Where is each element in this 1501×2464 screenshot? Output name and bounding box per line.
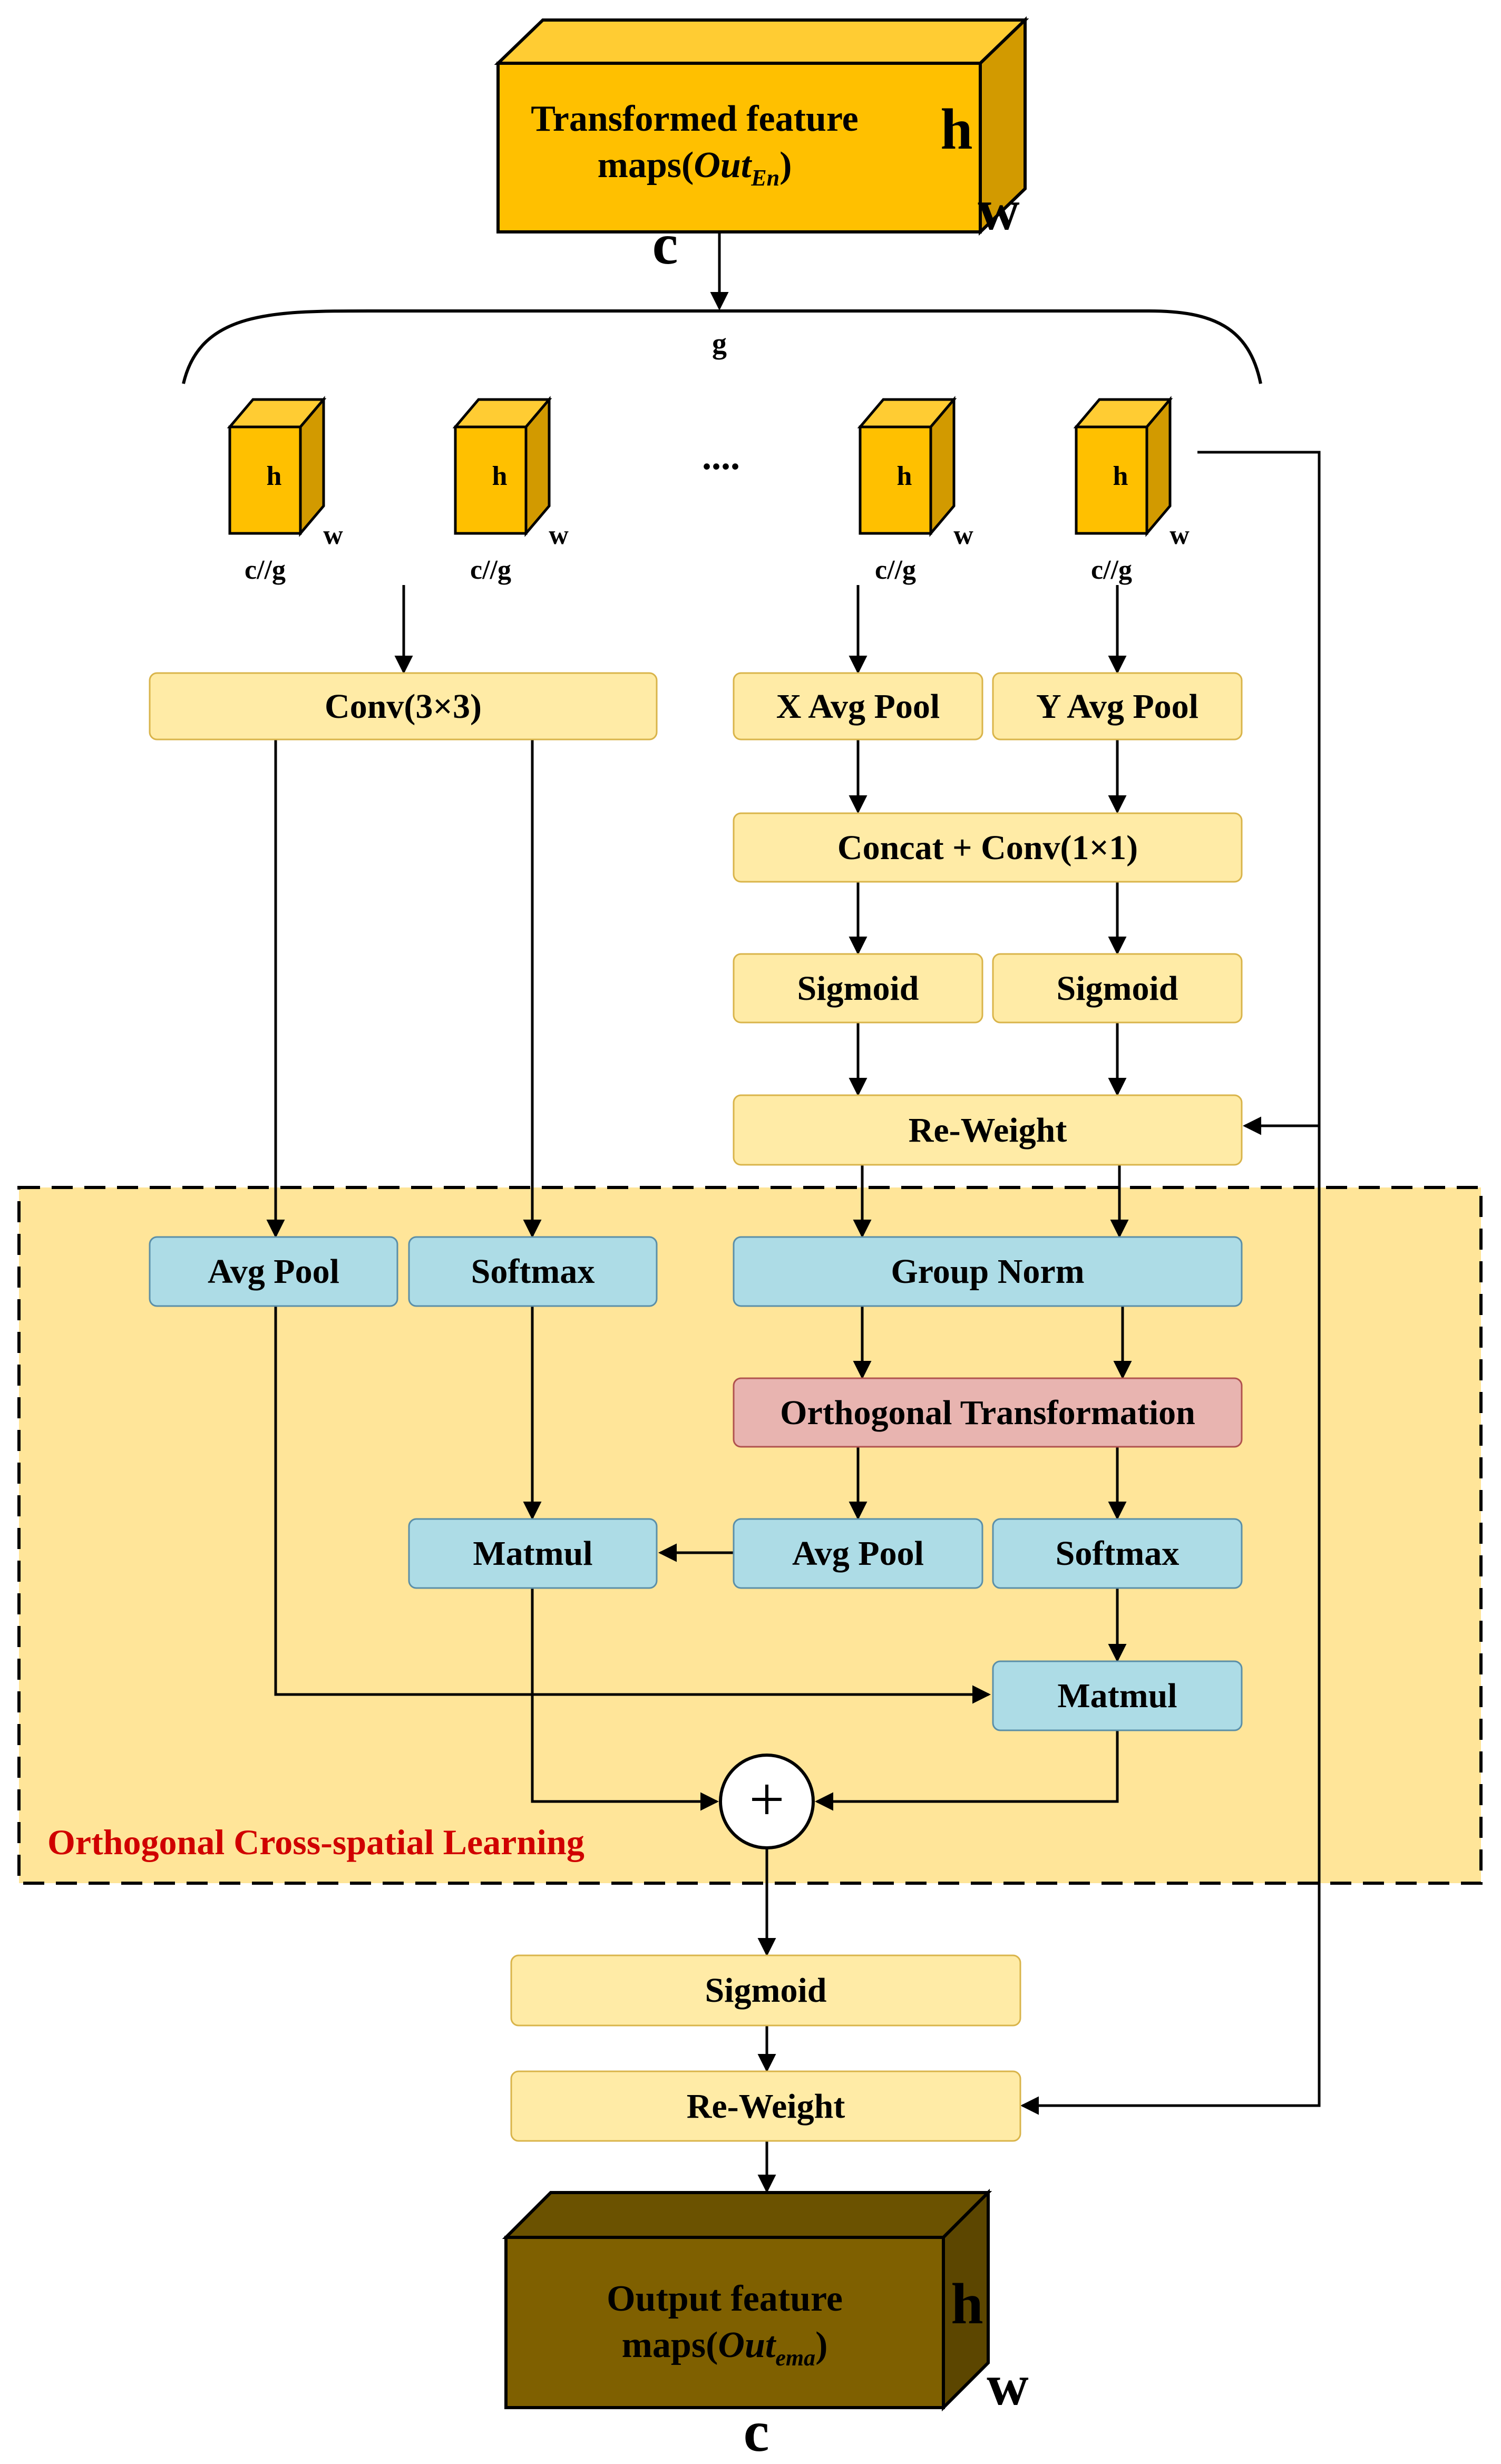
connectors bbox=[266, 451, 1321, 2194]
sigmoid-x-block: Sigmoid bbox=[733, 953, 983, 1024]
reweight-final-block: Re-Weight bbox=[510, 2070, 1021, 2142]
avg-pool-left-label: Avg Pool bbox=[208, 1252, 339, 1291]
conv3x3-label: Conv(3×3) bbox=[325, 687, 482, 726]
sub-cube-4-h: h bbox=[1113, 461, 1128, 491]
output-dim-c: c bbox=[744, 2399, 769, 2463]
sub-cube-2-c: c//g bbox=[470, 555, 511, 585]
y-avg-pool-label: Y Avg Pool bbox=[1036, 687, 1198, 726]
output-dim-h: h bbox=[951, 2272, 983, 2336]
avg-pool-right-block: Avg Pool bbox=[733, 1518, 983, 1589]
input-feature-cube: Transformed feature maps(OutEn) h w c bbox=[494, 16, 1029, 276]
blocks-layer: Conv(3×3) X Avg Pool Y Avg Pool Concat +… bbox=[149, 672, 1243, 2142]
sigmoid-x-label: Sigmoid bbox=[797, 969, 919, 1008]
group-brace: g bbox=[182, 309, 1262, 384]
sub-cube-1-h: h bbox=[267, 461, 282, 491]
input-dim-c: c bbox=[652, 212, 678, 276]
sub-cube-4-c: c//g bbox=[1091, 555, 1132, 585]
output-title-line2: maps(Outema) bbox=[622, 2325, 828, 2371]
input-dim-w: w bbox=[978, 178, 1019, 242]
softmax-left-block: Softmax bbox=[408, 1236, 658, 1307]
x-avg-pool-block: X Avg Pool bbox=[733, 672, 983, 741]
sub-cube-4-w: w bbox=[1169, 520, 1190, 550]
concat-conv-block: Concat + Conv(1×1) bbox=[733, 812, 1243, 883]
input-title-line2: maps(OutEn) bbox=[598, 145, 792, 191]
sub-cube-2-w: w bbox=[549, 520, 569, 550]
plus-symbol: + bbox=[749, 1764, 785, 1834]
sub-cube-2-h: h bbox=[492, 461, 508, 491]
orthogonal-transformation-block: Orthogonal Transformation bbox=[733, 1377, 1243, 1448]
sub-cube-3-h: h bbox=[897, 461, 912, 491]
sub-cube-3: h w c//g bbox=[857, 396, 973, 585]
reweight-top-label: Re-Weight bbox=[909, 1111, 1067, 1150]
output-feature-cube: Output feature maps(Outema) h w c bbox=[502, 2188, 1029, 2463]
matmul-left-label: Matmul bbox=[473, 1534, 592, 1573]
sub-cube-1-c: c//g bbox=[245, 555, 286, 585]
group-norm-block: Group Norm bbox=[733, 1236, 1243, 1307]
avg-pool-left-block: Avg Pool bbox=[149, 1236, 398, 1307]
matmul-right-label: Matmul bbox=[1057, 1677, 1177, 1715]
y-avg-pool-block: Y Avg Pool bbox=[992, 672, 1243, 741]
reweight-top-block: Re-Weight bbox=[733, 1094, 1243, 1166]
softmax-left-label: Softmax bbox=[471, 1252, 595, 1291]
region-label: Orthogonal Cross-spatial Learning bbox=[47, 1822, 584, 1862]
x-avg-pool-label: X Avg Pool bbox=[776, 687, 940, 726]
output-dim-w: w bbox=[987, 2353, 1028, 2417]
sub-cube-4: h w c//g bbox=[1073, 396, 1190, 585]
matmul-left-block: Matmul bbox=[408, 1518, 658, 1589]
plus-operator: + bbox=[719, 1754, 815, 1849]
sigmoid-y-label: Sigmoid bbox=[1056, 969, 1178, 1008]
reweight-final-label: Re-Weight bbox=[687, 2087, 845, 2126]
sub-cube-2: h w c//g bbox=[452, 396, 569, 585]
sub-cube-1-w: w bbox=[323, 520, 343, 550]
group-label: g bbox=[712, 327, 727, 360]
sigmoid-final-label: Sigmoid bbox=[705, 1971, 826, 2010]
concat-conv-label: Concat + Conv(1×1) bbox=[837, 829, 1138, 867]
avg-pool-right-label: Avg Pool bbox=[792, 1534, 924, 1573]
output-title-line1: Output feature bbox=[607, 2278, 843, 2319]
sigmoid-y-block: Sigmoid bbox=[992, 953, 1243, 1024]
orthogonal-transformation-label: Orthogonal Transformation bbox=[780, 1394, 1195, 1432]
sub-cube-3-w: w bbox=[953, 520, 973, 550]
sub-cube-1: h w c//g bbox=[227, 396, 343, 585]
sub-cube-3-c: c//g bbox=[875, 555, 916, 585]
input-title-line1: Transformed feature bbox=[531, 99, 858, 139]
sigmoid-final-block: Sigmoid bbox=[510, 1954, 1021, 2027]
ellipsis: .... bbox=[702, 435, 740, 478]
conv3x3-block: Conv(3×3) bbox=[149, 672, 658, 741]
group-norm-label: Group Norm bbox=[891, 1252, 1084, 1291]
softmax-right-label: Softmax bbox=[1056, 1534, 1180, 1573]
softmax-right-block: Softmax bbox=[992, 1518, 1243, 1589]
input-dim-h: h bbox=[940, 97, 972, 161]
matmul-right-block: Matmul bbox=[992, 1660, 1243, 1731]
